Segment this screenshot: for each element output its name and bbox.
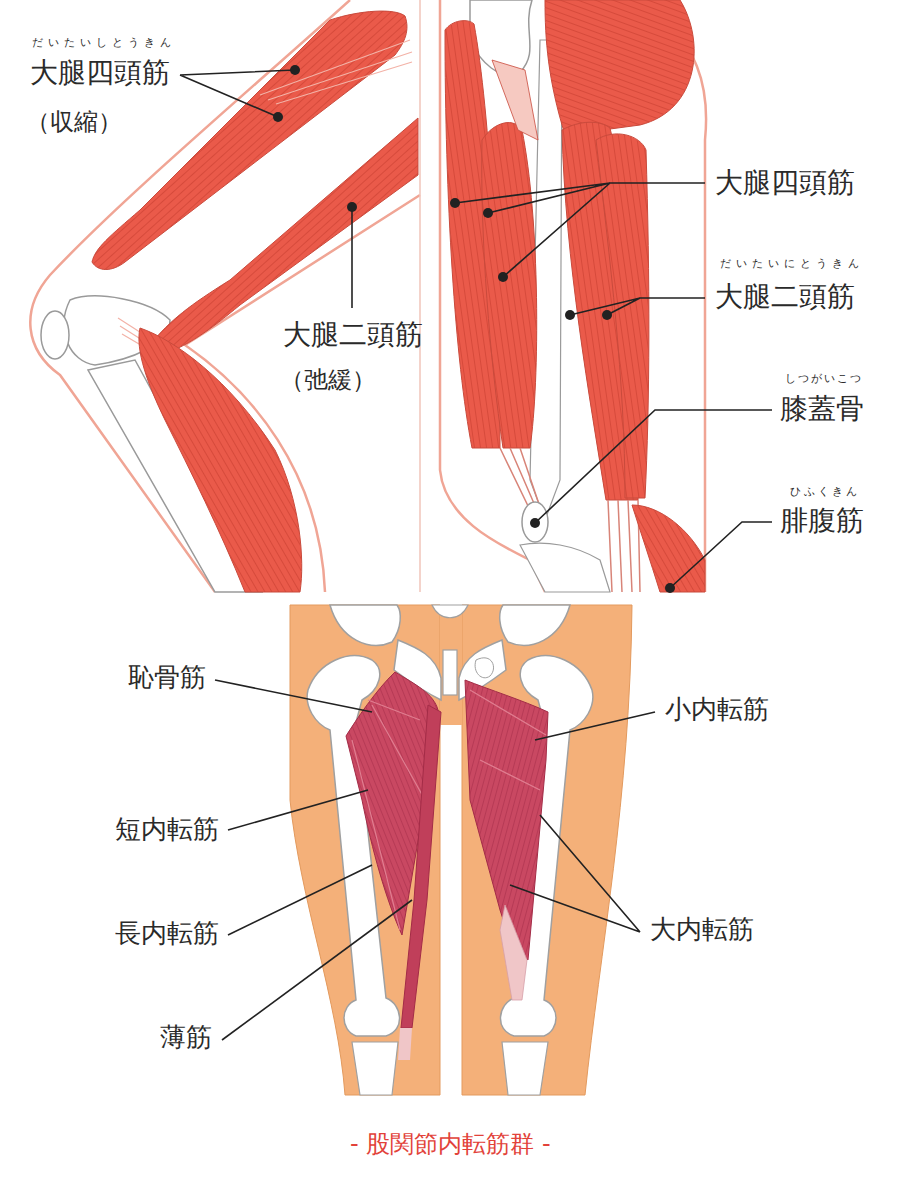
muscle-label: 恥骨筋 bbox=[128, 662, 206, 693]
straight-leg bbox=[440, 0, 706, 592]
furigana: だいたいしとうきん bbox=[32, 36, 176, 49]
furigana: だいたいにとうきん bbox=[720, 257, 864, 270]
muscle-label: 大腿四頭筋 bbox=[30, 56, 170, 90]
muscle-label: 薄筋 bbox=[160, 1022, 212, 1053]
muscle-label: 小内転筋 bbox=[665, 694, 769, 725]
bent-leg bbox=[30, 0, 420, 592]
state-note: （弛緩） bbox=[280, 366, 376, 395]
leader-dots bbox=[273, 65, 675, 593]
muscle-label: 長内転筋 bbox=[115, 918, 219, 949]
leader-lines bbox=[180, 70, 772, 1040]
state-note: （収縮） bbox=[26, 108, 122, 137]
muscle-label: 大内転筋 bbox=[650, 914, 754, 945]
muscle-label: 腓腹筋 bbox=[780, 504, 864, 538]
hip-adductor-figure bbox=[290, 605, 632, 1095]
figure-caption: - 股関節内転筋群 - bbox=[350, 1130, 551, 1159]
muscle-label: 大腿四頭筋 bbox=[715, 166, 855, 200]
furigana: ひふくきん bbox=[790, 485, 860, 498]
furigana: しつがいこつ bbox=[785, 372, 863, 385]
muscle-label: 大腿二頭筋 bbox=[283, 318, 423, 352]
bone-label: 膝蓋骨 bbox=[780, 392, 864, 426]
muscle-label: 大腿二頭筋 bbox=[715, 280, 855, 314]
muscle-label: 短内転筋 bbox=[115, 814, 219, 845]
